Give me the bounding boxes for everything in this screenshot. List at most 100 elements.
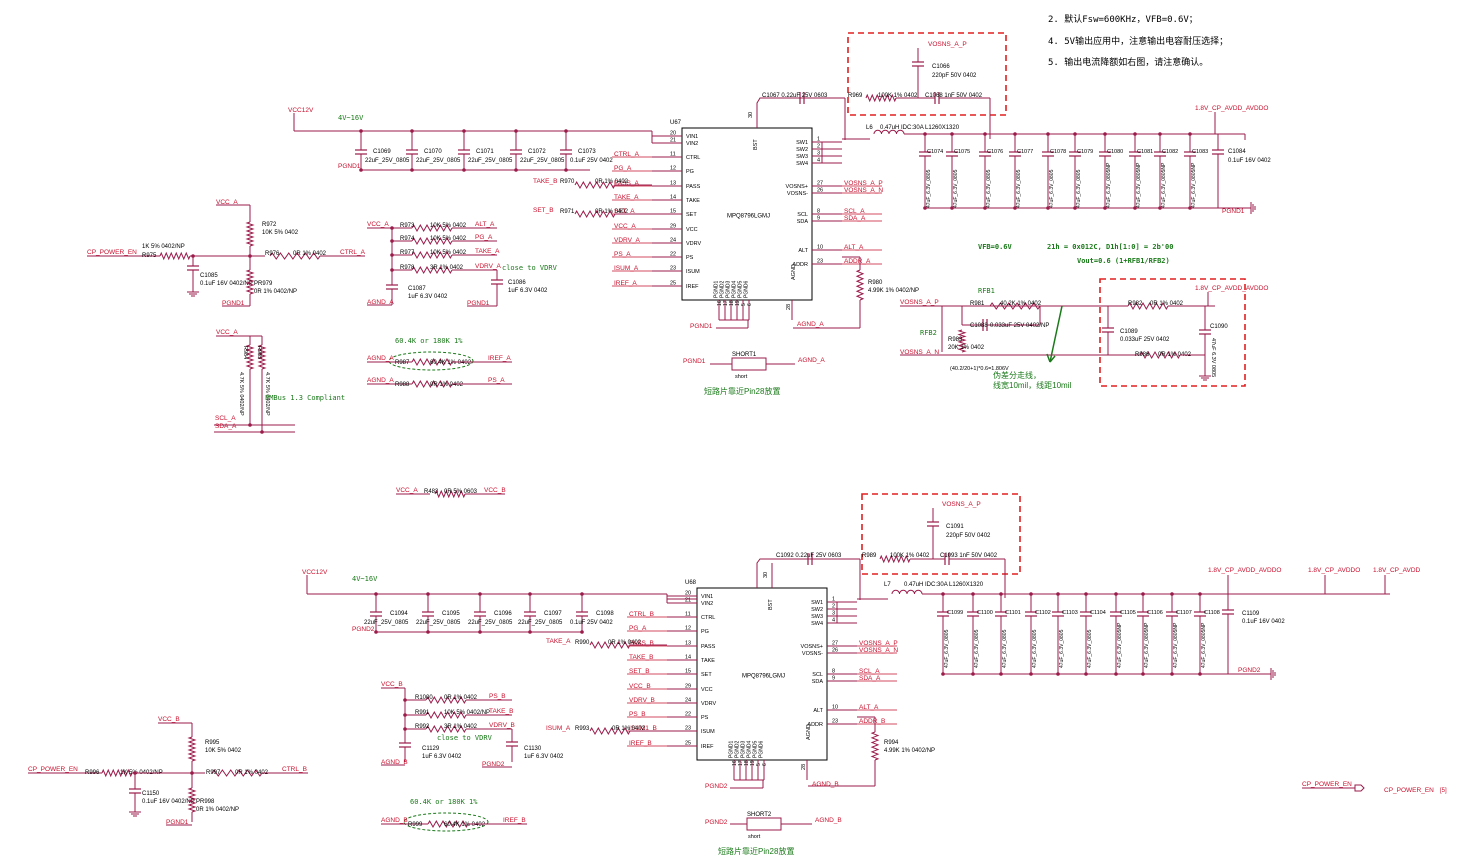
junction-dot [390, 253, 394, 257]
resistor-symbol [1127, 301, 1169, 311]
boot-wire-b [756, 558, 860, 588]
boot-cap-label: C1067 0.22uF 25V 0603 [762, 93, 828, 99]
cap-value: 0.1uF 16V 0402/NP [142, 799, 195, 805]
res-value: 0R 1% 0402 [444, 695, 478, 701]
pin-name: VOSNS- [802, 651, 823, 657]
junction-dot [1114, 592, 1118, 596]
cap-value: 22uF_25V_0805 [416, 158, 461, 164]
net-label-cp-en: CP_POWER_EN [87, 249, 137, 256]
net-label-sda: SDA_A [215, 423, 237, 430]
resistor-symbol [574, 209, 616, 219]
pin-number: 5 [756, 763, 762, 766]
pin-name: ADDR [792, 262, 808, 268]
close-vdrv-note: close to VDRV [502, 264, 558, 272]
pin-name: VIN2 [701, 601, 713, 607]
cap-value: 47uF_6.3V_0805NP [1201, 622, 1207, 668]
net-label-pgnd-out-b: PGND2 [1238, 667, 1261, 674]
res-refdes: R990 [575, 640, 590, 646]
pin-number: 18 [729, 300, 735, 306]
pin-number: 12 [670, 166, 676, 172]
junction-dot [941, 592, 945, 596]
ic-refdes: U68 [685, 580, 697, 586]
res-refdes: R980 [868, 280, 883, 286]
pin-number: 25 [670, 281, 676, 287]
cap-refdes: C1094 [390, 611, 408, 617]
junction-dot [403, 713, 407, 717]
net-label-ctrl: CTRL_A [340, 249, 366, 256]
res-refdes: R986 [1135, 352, 1150, 358]
junction-dot [1188, 132, 1192, 136]
pin-number: 27 [817, 181, 823, 187]
net-label-vcc-pullup: VCC_A [367, 221, 389, 228]
junction-dot [1141, 672, 1145, 676]
net-label-ff-b: VOSNS_A_P [942, 501, 981, 508]
pin-name: AGND [806, 724, 812, 740]
resistor-symbol [425, 724, 467, 734]
junction-dot [1029, 672, 1033, 676]
resistor-symbol [957, 329, 967, 353]
short-sub: short [735, 374, 748, 380]
net-label-vcc-b-ctrl: VCC_B [158, 716, 180, 723]
junction-dot [1073, 132, 1077, 136]
pin-number: 20 [670, 131, 676, 137]
net-label-left: ISUM1_B [629, 725, 657, 732]
net-label-right: VOSNS_A_N [844, 187, 883, 194]
junction-dot [1013, 206, 1017, 210]
pin-name: TAKE [686, 198, 700, 204]
cap-value: 0.1uF 16V 0402 [1242, 619, 1285, 625]
net-label-cp-en-port: CP_POWER_EN [1302, 781, 1352, 788]
inductor-refdes: L7 [884, 582, 891, 588]
cap-value: 22uF_25V_0805 [520, 158, 565, 164]
resistor-symbol [425, 695, 467, 705]
cap-refdes: C1084 [1228, 149, 1246, 155]
net-label-agnd-b-left: AGND_B [381, 759, 408, 766]
resistor-symbol [159, 251, 191, 261]
res-value: 0R 1% 0402 [612, 726, 646, 732]
pin-name: BST [753, 139, 759, 150]
res-value: 0R 1% 0402 [430, 382, 464, 388]
net-label-right: SCL_A [844, 208, 865, 215]
cap-refdes: C1081 [1137, 149, 1153, 155]
net-label-pullup: TAKE_A [475, 248, 500, 255]
net-label-left: VCC_B [629, 683, 651, 690]
cap-value: 47uF_6.3V_0805NP [1106, 162, 1112, 208]
junction-dot [359, 129, 363, 133]
junction-dot [1170, 672, 1174, 676]
cap-refdes: C1083 [1192, 149, 1208, 155]
pin-number: 11 [685, 612, 691, 618]
pin-number: 1 [817, 137, 820, 143]
net-label-vcc-b: VCC_B [484, 487, 506, 494]
res-value: 0R 1% 0402 [608, 640, 642, 646]
cap-value: 47uF_6.3V_0805NP [1144, 622, 1150, 668]
net-label-vcc-a2: VCC_A [396, 487, 418, 494]
rfb2-label: RFB2 [920, 329, 937, 337]
cap-refdes: C1104 [1090, 610, 1106, 616]
cap-value: 1uF 6.3V 0402 [524, 754, 564, 760]
pin-name: SDA [812, 679, 824, 685]
net-label-pullup: ALT_A [475, 221, 495, 228]
res-value: 0R 1% 0402 [595, 179, 629, 185]
res-refdes: R995 [205, 740, 220, 746]
iref-range-note-b: 60.4K or 180K 1% [410, 798, 478, 806]
net-label-rfb-vosns-n: VOSNS_A_N [900, 349, 939, 356]
pin-name: PGND3 [726, 281, 732, 298]
cap-value: 1uF 6.3V 0402 [422, 754, 462, 760]
snub-resistor [865, 93, 897, 103]
pin-number: 26 [832, 648, 838, 654]
resistor-symbol [411, 250, 453, 260]
snub-cap-label: C1068 1nF 50V 0402 [925, 93, 983, 99]
junction-dot [1056, 672, 1060, 676]
res-refdes: R978 [400, 265, 415, 271]
rfb-box [1099, 278, 1246, 387]
res-value: 4.7K 5% 0402/NP [264, 372, 270, 416]
cap-refdes: C1076 [987, 149, 1003, 155]
pin-number: 23 [670, 266, 676, 272]
cap-value: 47uF_6.3V_0805NP [1117, 622, 1123, 668]
pin-number: 8 [832, 669, 835, 675]
cap-refdes: C1066 [932, 64, 950, 70]
cap-refdes: C1108 [1204, 610, 1220, 616]
pin-number: 10 [832, 705, 838, 711]
cap-value: 0.1uF 25V 0402 [570, 620, 613, 626]
junction-dot [248, 423, 252, 427]
cap-value: 47uF_6.3V_0805 [1087, 629, 1093, 668]
